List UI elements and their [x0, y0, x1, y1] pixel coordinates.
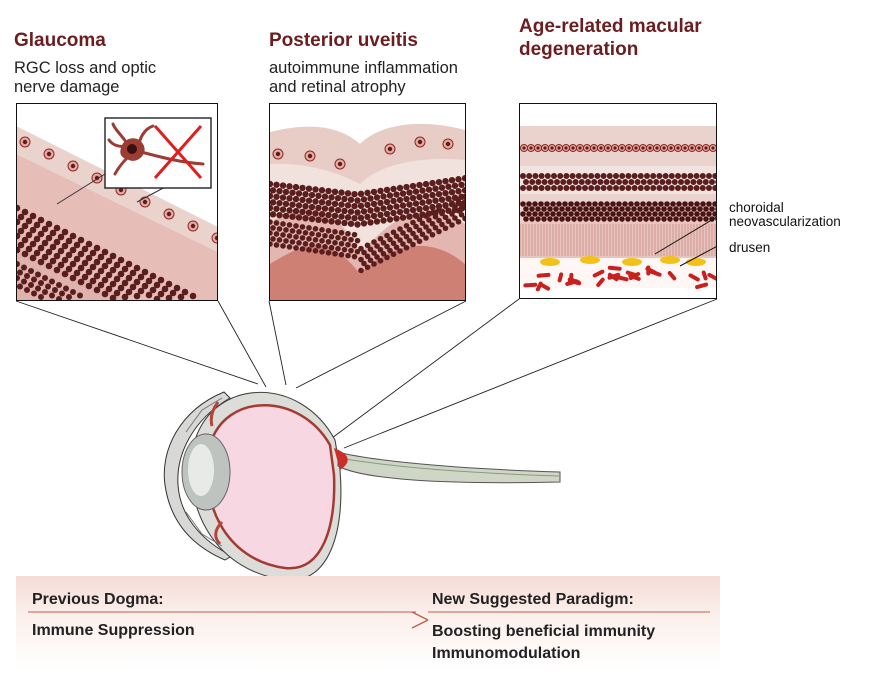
previous-dogma-item: Immune Suppression	[32, 622, 195, 639]
nuclear-layer	[520, 144, 716, 222]
red-x-icon	[153, 125, 203, 179]
amd-retina-illustration	[520, 126, 716, 292]
previous-dogma-heading: Previous Dogma:	[32, 591, 164, 608]
amd-title-line-1: Age-related macular	[519, 16, 702, 37]
drusen-label: drusen	[729, 240, 771, 255]
right-arrow-icon	[411, 611, 429, 629]
uveitis-retina-illustration	[270, 123, 465, 300]
paradigm-dividers	[28, 611, 710, 629]
choroidal-vessels	[523, 216, 716, 292]
uveitis-retina-panel	[269, 103, 466, 301]
eyeball	[163, 391, 561, 581]
paradigm-band	[16, 576, 720, 668]
glaucoma-subtitle-line-2: nerve damage	[14, 78, 120, 96]
cnv-label-line-2: neovascularization	[729, 214, 841, 229]
new-paradigm-item-1: Boosting beneficial immunity	[432, 623, 656, 640]
drusen-deposits	[540, 256, 706, 266]
glaucoma-retina-illustration	[17, 117, 217, 300]
nuclear-layer	[270, 136, 465, 274]
cnv-label-line-1: choroidal	[729, 200, 784, 215]
uveitis-subtitle-line-1: autoimmune inflammation	[269, 59, 458, 77]
glaucoma-subtitle-line-1: RGC loss and optic	[14, 59, 157, 77]
nuclear-layer	[17, 204, 197, 300]
amd-retina-panel	[519, 103, 717, 299]
zoom-connector-lines	[15, 298, 718, 449]
new-paradigm-heading: New Suggested Paradigm:	[432, 591, 634, 608]
neuron-cell-icon	[107, 122, 205, 176]
uveitis-title: Posterior uveitis	[269, 30, 418, 51]
amd-title-line-2: degeneration	[519, 39, 639, 60]
glaucoma-title: Glaucoma	[14, 30, 106, 51]
glaucoma-retina-panel	[16, 103, 218, 301]
photoreceptor-layer	[520, 224, 716, 256]
new-paradigm-item-2: Immunomodulation	[432, 645, 581, 662]
uveitis-subtitle-line-2: and retinal atrophy	[269, 78, 406, 96]
